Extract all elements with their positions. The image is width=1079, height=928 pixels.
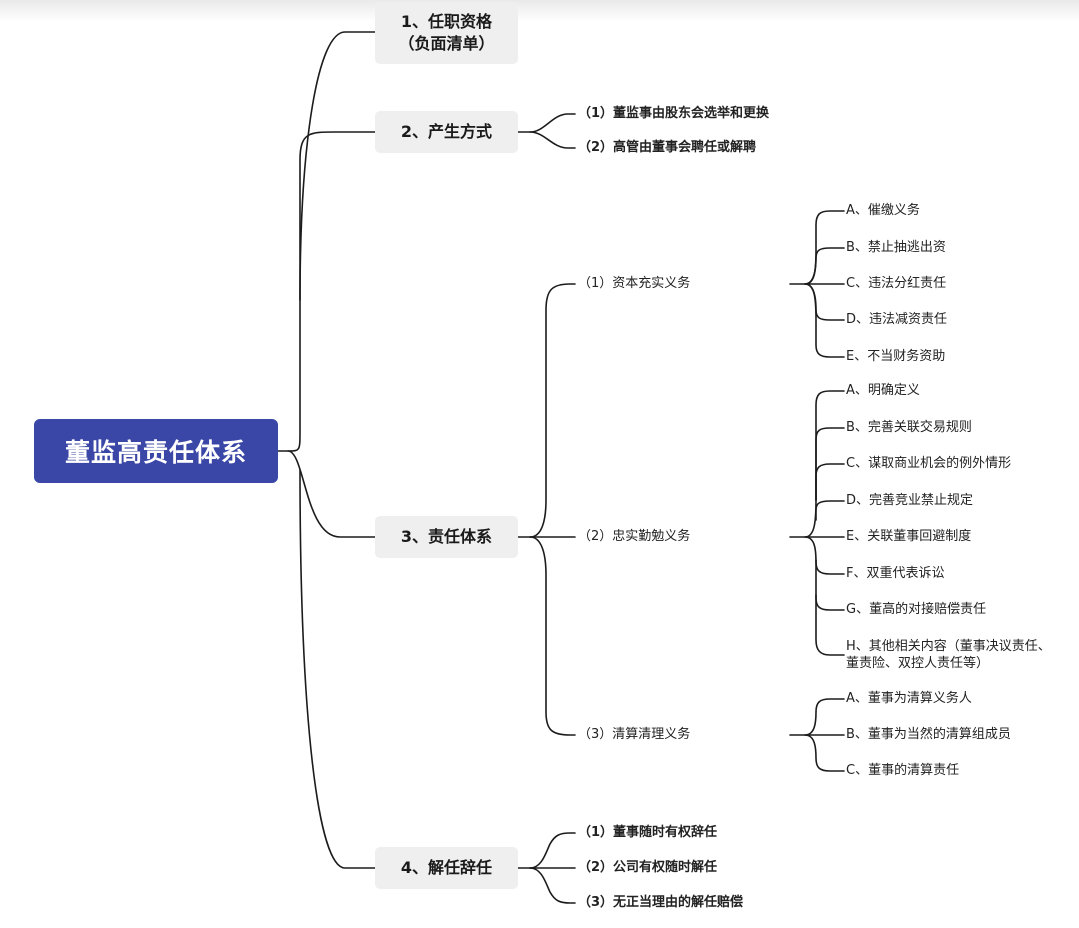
node-qualification-line2: （负面清单） (398, 34, 495, 53)
loyalty-item-other-line1: H、其他相关内容（董事决议责任、 (846, 639, 1051, 654)
node-appointment-title: 2、产生方式 (400, 122, 493, 141)
loyalty-item: E、关联董事回避制度 (846, 529, 972, 544)
dismissal-item: （3）无正当理由的解任赔偿 (578, 895, 744, 910)
capital-item: B、禁止抽逃出资 (846, 240, 946, 255)
capital-duty-title: （1）资本充实义务 (578, 276, 691, 291)
appointment-item: （2）高管由董事会聘任或解聘 (578, 140, 757, 155)
node-appointment: 2、产生方式 (375, 111, 518, 153)
loyalty-item: A、明确定义 (846, 383, 920, 398)
capital-item: D、违法减资责任 (846, 312, 948, 327)
node-qualification: 1、任职资格 （负面清单） (375, 2, 518, 64)
loyalty-item: C、谋取商业机会的例外情形 (846, 456, 1012, 471)
liquidation-duty-title: （3）清算清理义务 (578, 727, 691, 742)
node-dismissal-title: 4、解任辞任 (400, 858, 493, 877)
loyalty-item: F、双重代表诉讼 (846, 566, 945, 581)
loyalty-item: B、完善关联交易规则 (846, 420, 972, 435)
loyalty-item: G、董高的对接赔偿责任 (846, 602, 987, 617)
liquidation-item: C、董事的清算责任 (846, 763, 960, 778)
node-liability-system: 3、责任体系 (375, 516, 518, 558)
capital-item: C、违法分红责任 (846, 276, 947, 291)
loyalty-item-other-line2: 董责险、双控人责任等） (846, 656, 990, 671)
root-title: 董监高责任体系 (64, 438, 247, 467)
loyalty-duty-title: （2）忠实勤勉义务 (578, 529, 691, 544)
appointment-item: （1）董监事由股东会选举和更换 (578, 106, 770, 121)
node-dismissal: 4、解任辞任 (375, 847, 518, 889)
root-node: 董监高责任体系 (34, 419, 278, 483)
liquidation-item: A、董事为清算义务人 (846, 691, 972, 706)
dismissal-item: （1）董事随时有权辞任 (578, 825, 718, 840)
capital-item: E、不当财务资助 (846, 349, 946, 364)
dismissal-item: （2）公司有权随时解任 (578, 860, 718, 875)
top-shadow (0, 0, 1079, 22)
liquidation-item: B、董事为当然的清算组成员 (846, 727, 1011, 742)
node-liability-title: 3、责任体系 (400, 527, 493, 546)
node-qualification-line1: 1、任职资格 (400, 12, 493, 31)
loyalty-item: D、完善竞业禁止规定 (846, 493, 974, 508)
capital-item: A、催缴义务 (846, 203, 920, 218)
